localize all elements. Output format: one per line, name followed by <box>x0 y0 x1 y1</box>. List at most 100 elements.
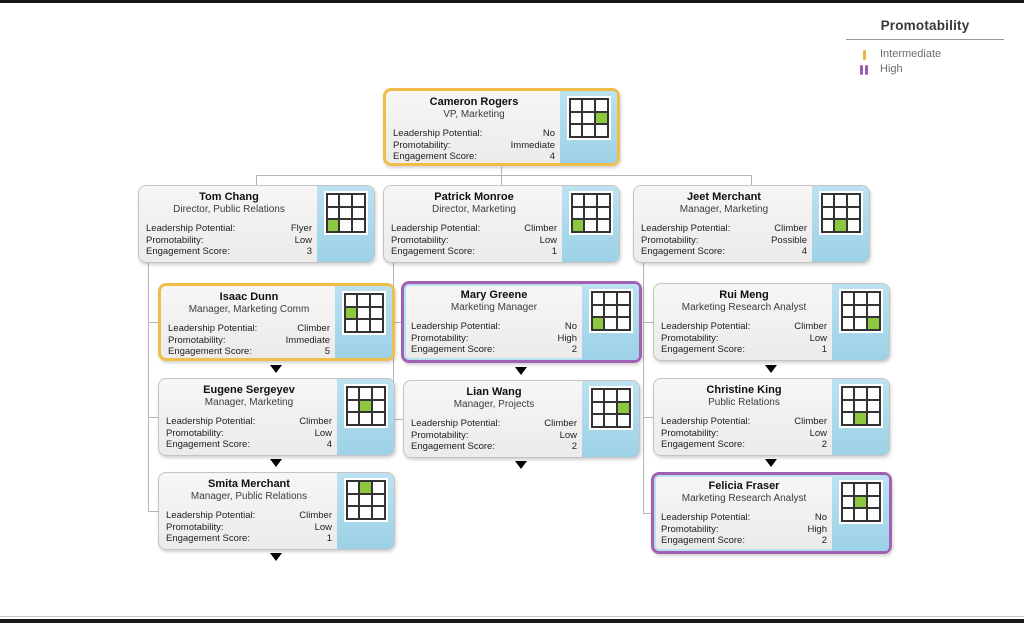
employee-title: Director, Marketing <box>432 204 516 215</box>
legend-item-label: High <box>880 63 903 75</box>
connector-line <box>643 263 644 513</box>
nine-box-cell <box>835 207 846 219</box>
expand-children-arrow[interactable] <box>765 459 777 467</box>
leadership-potential-label: Leadership Potential: <box>411 321 501 332</box>
nine-box-panel <box>812 186 869 262</box>
org-card-tom-chang[interactable]: Tom Chang Director, Public Relations Lea… <box>138 185 375 263</box>
nine-box-cell <box>842 496 854 508</box>
card-body: Eugene Sergeyev Manager, Marketing Leade… <box>159 379 337 455</box>
nine-box-cell <box>617 293 629 304</box>
org-card-christine-king[interactable]: Christine King Public Relations Leadersh… <box>653 378 890 456</box>
promotability-value: High <box>807 523 827 535</box>
leadership-potential-row: Leadership Potential:Climber <box>661 321 827 333</box>
leadership-potential-row: Leadership Potential:Climber <box>166 416 332 428</box>
expand-children-arrow[interactable] <box>515 461 527 469</box>
nine-box-cell <box>605 293 616 304</box>
nine-box-active-cell <box>835 220 846 231</box>
nine-box-cell <box>592 402 604 414</box>
engagement-score-label: Engagement Score: <box>168 346 252 357</box>
nine-box-cell <box>855 484 866 495</box>
nine-box-cell <box>605 415 616 426</box>
promotability-label: Promotability: <box>661 427 719 439</box>
nine-box-cell <box>372 507 384 518</box>
promotability-row: Promotability:Low <box>166 428 332 440</box>
nine-box-panel <box>317 186 374 262</box>
engagement-score-row: Engagement Score:1 <box>391 246 557 258</box>
nine-box-cell <box>347 400 359 412</box>
nine-box-cell <box>570 125 582 136</box>
nine-box-cell <box>570 112 582 124</box>
nine-box-grid-icon <box>570 193 611 233</box>
expand-children-arrow[interactable] <box>270 459 282 467</box>
employee-title: Public Relations <box>708 397 780 408</box>
card-body: Smita Merchant Manager, Public Relations… <box>159 473 337 549</box>
nine-box-cell <box>595 100 607 111</box>
leadership-potential-label: Leadership Potential: <box>411 418 501 429</box>
expand-children-arrow[interactable] <box>765 365 777 373</box>
nine-box-cell <box>327 195 339 206</box>
nine-box-cell <box>372 413 384 424</box>
org-card-jeet-merchant[interactable]: Jeet Merchant Manager, Marketing Leaders… <box>633 185 870 263</box>
engagement-score-value: 4 <box>549 151 555 162</box>
connector-line <box>148 417 158 418</box>
promotability-value: Low <box>809 427 827 439</box>
promotability-label: Promotability: <box>641 234 699 246</box>
expand-children-arrow[interactable] <box>515 367 527 375</box>
nine-box-cell <box>605 390 616 401</box>
org-card-smita-merchant[interactable]: Smita Merchant Manager, Public Relations… <box>158 472 395 550</box>
nine-box-cell <box>855 400 866 412</box>
nine-box-cell <box>595 125 607 136</box>
nine-box-cell <box>605 402 616 414</box>
nine-box-cell <box>867 484 879 495</box>
employee-title: Manager, Marketing <box>679 204 769 215</box>
nine-box-active-cell <box>592 318 604 329</box>
nine-box-cell <box>592 293 604 304</box>
leadership-potential-value: Climber <box>794 416 827 427</box>
engagement-score-row: Engagement Score:2 <box>661 439 827 451</box>
employee-title: Manager, Projects <box>453 399 535 410</box>
nine-box-panel <box>337 473 394 549</box>
promotability-row: Promotability:Low <box>661 333 827 345</box>
promotability-value: Low <box>539 234 557 246</box>
nine-box-cell <box>360 413 371 424</box>
nine-box-cell <box>372 482 384 493</box>
employee-title: Manager, Public Relations <box>190 491 308 502</box>
nine-box-cell <box>842 305 854 317</box>
nine-box-cell <box>617 390 629 401</box>
org-card-lian-wang[interactable]: Lian Wang Manager, Projects Leadership P… <box>403 380 640 458</box>
org-card-cameron-rogers[interactable]: Cameron Rogers VP, Marketing Leadership … <box>383 88 620 166</box>
card-body: Christine King Public Relations Leadersh… <box>654 379 832 455</box>
leadership-potential-row: Leadership Potential:Climber <box>661 416 827 428</box>
leadership-potential-row: Leadership Potential:No <box>411 321 577 333</box>
promotability-value: Possible <box>771 234 807 246</box>
connector-line <box>501 167 502 175</box>
nine-box-cell <box>842 293 854 304</box>
high-marker-icon <box>856 64 872 75</box>
connector-line <box>643 322 653 323</box>
engagement-score-value: 1 <box>326 533 332 544</box>
leadership-potential-value: No <box>542 128 555 139</box>
org-card-mary-greene[interactable]: Mary Greene Marketing Manager Leadership… <box>401 281 642 363</box>
promotability-row: Promotability:Immediate <box>168 335 330 347</box>
employee-title: Manager, Marketing Comm <box>188 304 310 315</box>
nine-box-cell <box>867 305 879 317</box>
engagement-score-value: 3 <box>306 246 312 257</box>
org-card-rui-meng[interactable]: Rui Meng Marketing Research Analyst Lead… <box>653 283 890 361</box>
engagement-score-row: Engagement Score:5 <box>168 346 330 358</box>
org-card-patrick-monroe[interactable]: Patrick Monroe Director, Marketing Leade… <box>383 185 620 263</box>
engagement-score-label: Engagement Score: <box>391 246 475 257</box>
org-card-eugene-sergeyev[interactable]: Eugene Sergeyev Manager, Marketing Leade… <box>158 378 395 456</box>
org-card-felicia-fraser[interactable]: Felicia Fraser Marketing Research Analys… <box>651 472 892 554</box>
nine-box-cell <box>370 295 382 306</box>
engagement-score-value: 2 <box>821 535 827 546</box>
leadership-potential-row: Leadership Potential:Climber <box>641 223 807 235</box>
nine-box-active-cell <box>595 112 607 124</box>
expand-children-arrow[interactable] <box>270 365 282 373</box>
nine-box-panel <box>562 186 619 262</box>
expand-children-arrow[interactable] <box>270 553 282 561</box>
engagement-score-row: Engagement Score:2 <box>411 344 577 356</box>
promotability-row: Promotability:Immediate <box>393 140 555 152</box>
nine-box-panel <box>832 284 889 360</box>
org-card-isaac-dunn[interactable]: Isaac Dunn Manager, Marketing Comm Leade… <box>158 283 395 361</box>
